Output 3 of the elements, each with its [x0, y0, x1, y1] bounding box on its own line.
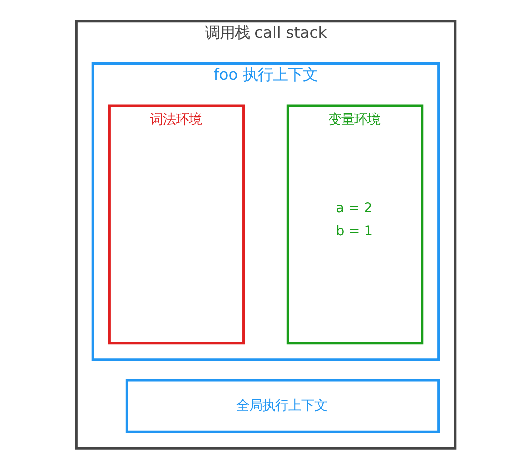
- node-box: 词法环境: [108, 104, 245, 344]
- node-box: 全局执行上下文: [125, 378, 440, 433]
- node-box: 变量环境 a = 2 b = 1: [286, 104, 424, 344]
